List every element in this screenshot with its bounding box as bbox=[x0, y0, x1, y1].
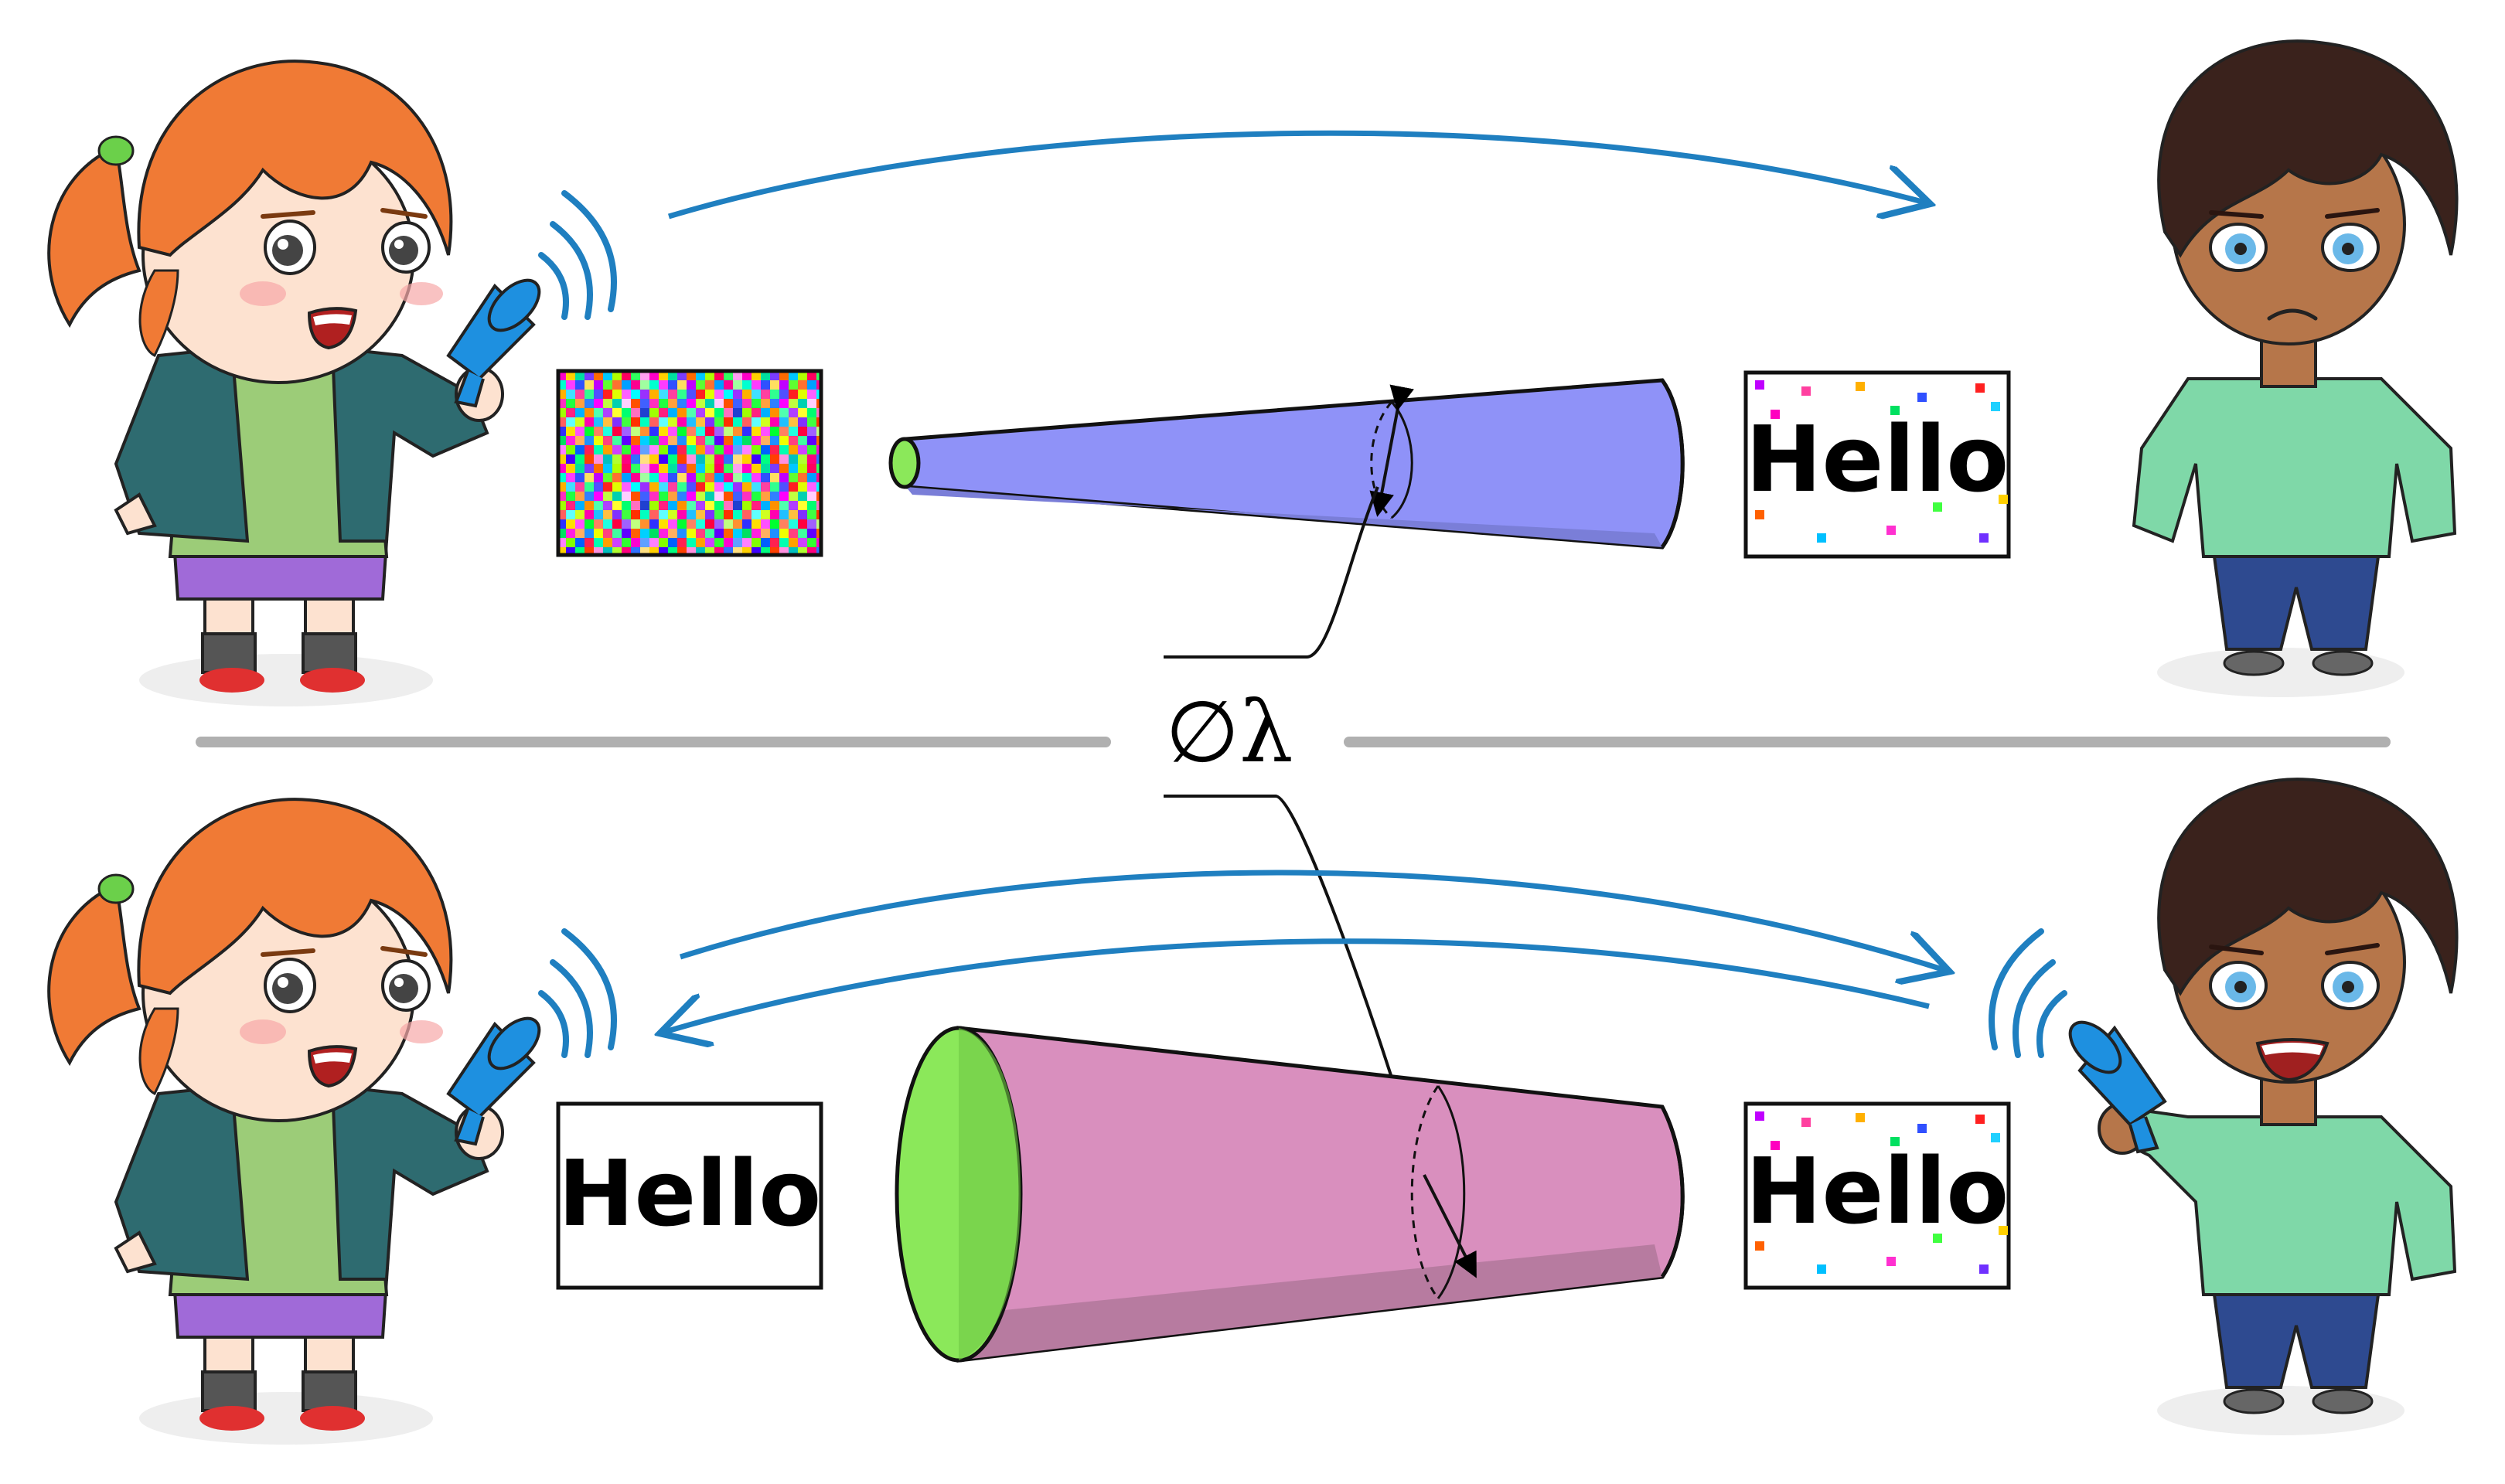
noise-speckles bbox=[1755, 1111, 2008, 1274]
transmission-arrow-bottom-return bbox=[665, 938, 1930, 1032]
sound-waves-icon bbox=[538, 190, 617, 320]
sent-message-bottom: Hello bbox=[556, 1101, 823, 1290]
girl-sender-top bbox=[47, 60, 617, 706]
sent-hello-bottom: Hello bbox=[558, 1140, 822, 1247]
received-message-bottom: Hello bbox=[1743, 1101, 2011, 1290]
narrow-channel-cone bbox=[888, 378, 1685, 550]
transmission-arrow-top bbox=[667, 130, 1925, 216]
received-hello-top: Hello bbox=[1746, 406, 2009, 512]
wide-channel-cone bbox=[895, 1026, 1685, 1363]
megaphone-icon bbox=[2068, 1020, 2167, 1154]
boy-receiver-bottom bbox=[1989, 778, 2459, 1435]
top-panel: Hello bbox=[47, 39, 2459, 706]
transmission-arrow-bottom-forward bbox=[679, 870, 1944, 970]
boy-receiver-top bbox=[2132, 39, 2459, 697]
sent-message-noise-top bbox=[556, 369, 823, 557]
sound-waves-icon bbox=[538, 928, 617, 1058]
diameter-lambda-label: ∅λ bbox=[1164, 486, 1423, 1176]
megaphone-icon bbox=[446, 278, 541, 408]
received-message-top: Hello bbox=[1743, 370, 2011, 559]
symbol-label: ∅λ bbox=[1165, 682, 1293, 781]
megaphone-icon bbox=[446, 1016, 541, 1146]
noise-speckles bbox=[1755, 380, 2008, 543]
girl-sender-bottom bbox=[47, 798, 617, 1445]
sound-waves-icon bbox=[1989, 928, 2067, 1058]
received-hello-bottom: Hello bbox=[1746, 1138, 2009, 1244]
bottom-panel: Hello Hello bbox=[47, 778, 2459, 1445]
